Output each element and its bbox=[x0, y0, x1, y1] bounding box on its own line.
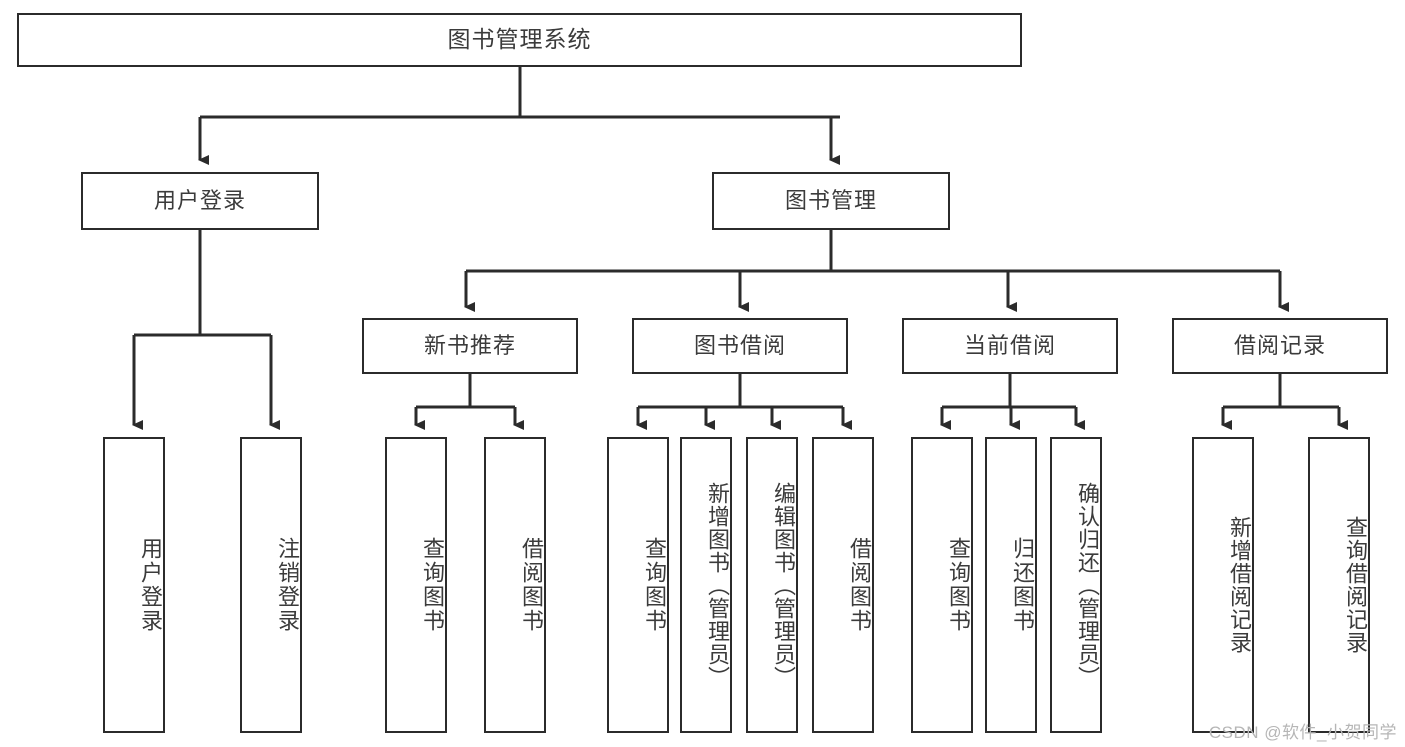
node-new-book-recommend[interactable]: 新书推荐 bbox=[362, 318, 578, 374]
leaf-add-borrow-record[interactable]: 新增借阅记录 bbox=[1192, 437, 1254, 733]
node-book-borrow[interactable]: 图书借阅 bbox=[632, 318, 848, 374]
node-label: 用户登录 bbox=[138, 537, 163, 633]
leaf-return-book[interactable]: 归还图书 bbox=[985, 437, 1037, 733]
leaf-query-borrow-record[interactable]: 查询借阅记录 bbox=[1308, 437, 1370, 733]
leaf-logout-login[interactable]: 注销登录 bbox=[240, 437, 302, 733]
csdn-watermark: CSDN @软件_小贺同学 bbox=[1208, 723, 1397, 742]
node-label: 借阅图书 bbox=[847, 537, 872, 633]
leaf-edit-book-admin[interactable]: 编辑图书（管理员） bbox=[746, 437, 798, 733]
leaf-borrow-book-recommend[interactable]: 借阅图书 bbox=[484, 437, 546, 733]
node-label: 图书管理系统 bbox=[447, 26, 592, 53]
node-label: 查询图书 bbox=[642, 537, 667, 633]
node-label: 借阅记录 bbox=[1233, 332, 1326, 358]
node-root-book-management-system[interactable]: 图书管理系统 bbox=[17, 13, 1022, 67]
leaf-query-book-borrow[interactable]: 查询图书 bbox=[607, 437, 669, 733]
node-label: 用户登录 bbox=[153, 187, 246, 213]
node-label: 新增图书（管理员） bbox=[705, 481, 730, 689]
node-book-management[interactable]: 图书管理 bbox=[712, 172, 950, 230]
leaf-query-book-current[interactable]: 查询图书 bbox=[911, 437, 973, 733]
node-current-borrow[interactable]: 当前借阅 bbox=[902, 318, 1118, 374]
leaf-query-book-recommend[interactable]: 查询图书 bbox=[385, 437, 447, 733]
node-label: 确认归还（管理员） bbox=[1075, 481, 1100, 689]
node-borrow-record[interactable]: 借阅记录 bbox=[1172, 318, 1388, 374]
node-label: 编辑图书（管理员） bbox=[771, 481, 796, 689]
node-label: 新增借阅记录 bbox=[1227, 516, 1252, 654]
node-label: 借阅图书 bbox=[519, 537, 544, 633]
node-label: 查询图书 bbox=[946, 537, 971, 633]
node-label: 图书借阅 bbox=[693, 332, 786, 358]
leaf-user-login[interactable]: 用户登录 bbox=[103, 437, 165, 733]
node-user-login[interactable]: 用户登录 bbox=[81, 172, 319, 230]
node-label: 图书管理 bbox=[784, 187, 877, 213]
leaf-add-book-admin[interactable]: 新增图书（管理员） bbox=[680, 437, 732, 733]
leaf-confirm-return-admin[interactable]: 确认归还（管理员） bbox=[1050, 437, 1102, 733]
node-label: 注销登录 bbox=[275, 537, 300, 633]
node-label: 当前借阅 bbox=[963, 332, 1056, 358]
node-label: 查询借阅记录 bbox=[1343, 516, 1368, 654]
node-label: 查询图书 bbox=[420, 537, 445, 633]
node-label: 归还图书 bbox=[1010, 537, 1035, 633]
node-label: 新书推荐 bbox=[423, 332, 516, 358]
leaf-borrow-book[interactable]: 借阅图书 bbox=[812, 437, 874, 733]
